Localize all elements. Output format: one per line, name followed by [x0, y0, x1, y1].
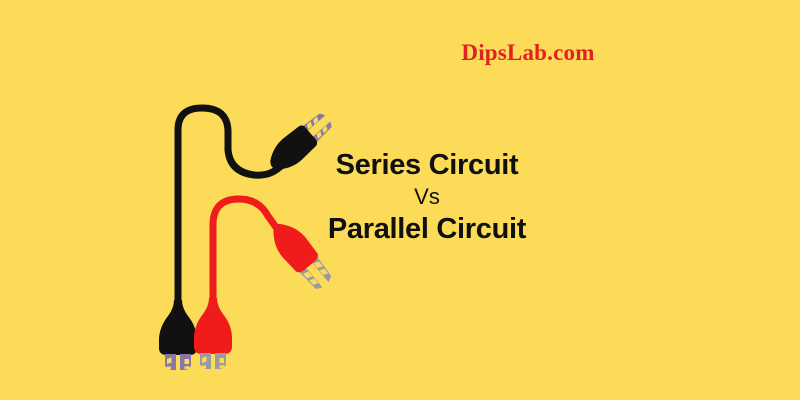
black-clip-lower [159, 300, 197, 370]
title-series-circuit: Series Circuit [335, 149, 519, 181]
title-block: Series Circuit Vs Parallel Circuit [277, 148, 577, 246]
red-clip-lower-jaws [200, 353, 226, 369]
title-separator-vs: Vs [414, 184, 440, 209]
black-lead-wire [174, 104, 290, 316]
black-clip-lower-jaws [165, 354, 191, 370]
red-clip-lower [194, 298, 232, 369]
black-clip-upper [270, 113, 332, 170]
red-clip-upper [273, 223, 332, 289]
title-parallel-circuit: Parallel Circuit [327, 213, 527, 245]
watermark-dipslab: DipsLab.com [461, 40, 595, 65]
red-lead-wire [209, 195, 292, 314]
